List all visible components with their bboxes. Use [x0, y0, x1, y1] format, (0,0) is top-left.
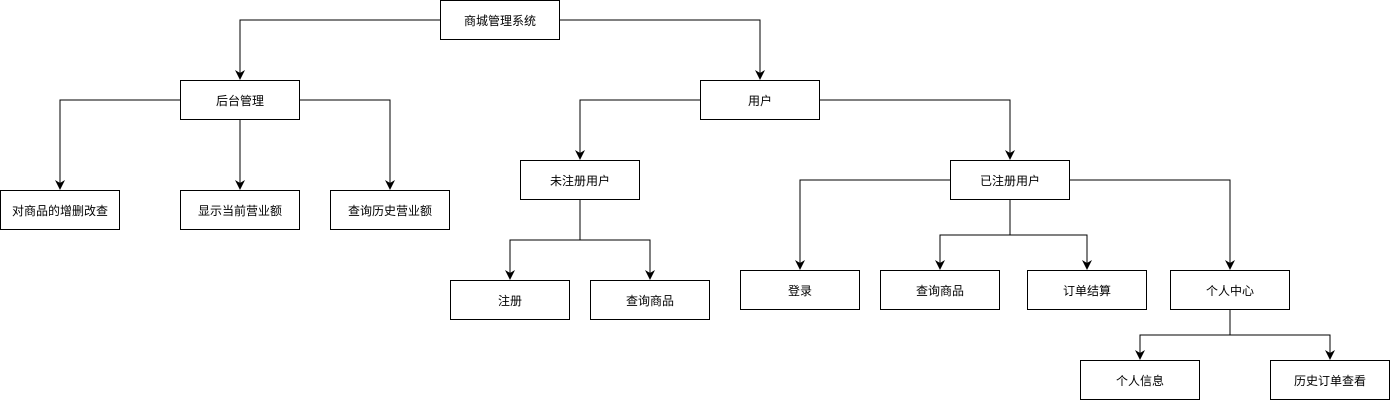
edge-reg-checkout [1010, 234, 1092, 270]
node-admin-history: 查询历史营业额 [330, 190, 450, 230]
node-personal-info: 个人信息 [1080, 360, 1200, 400]
edge-reg-center [1070, 179, 1235, 270]
node-login: 登录 [740, 270, 860, 310]
node-unregistered: 未注册用户 [520, 160, 640, 200]
node-query-goods-registered: 查询商品 [880, 270, 1000, 310]
node-checkout: 订单结算 [1027, 270, 1147, 310]
edge-center-info [1135, 310, 1231, 360]
node-admin-crud: 对商品的增删改查 [0, 190, 120, 230]
edge-reg-query [935, 200, 1011, 270]
node-query-goods-unregistered: 查询商品 [590, 280, 710, 320]
node-admin: 后台管理 [180, 80, 300, 120]
edge-root-admin [235, 19, 440, 80]
edge-unreg-register [505, 200, 581, 280]
edge-user-unregistered [575, 99, 700, 160]
edge-unreg-query [580, 239, 655, 280]
edge-user-registered [820, 99, 1015, 160]
node-order-history: 历史订单查看 [1270, 360, 1390, 400]
edge-root-user [560, 19, 765, 80]
edge-admin-crud [55, 99, 180, 190]
edge-admin-history [300, 99, 395, 190]
node-user: 用户 [700, 80, 820, 120]
node-register: 注册 [450, 280, 570, 320]
node-registered: 已注册用户 [950, 160, 1070, 200]
edge-center-history [1230, 334, 1335, 360]
node-admin-show: 显示当前营业额 [180, 190, 300, 230]
node-root: 商城管理系统 [440, 0, 560, 40]
node-personal-center: 个人中心 [1170, 270, 1290, 310]
edge-reg-login [795, 179, 950, 270]
